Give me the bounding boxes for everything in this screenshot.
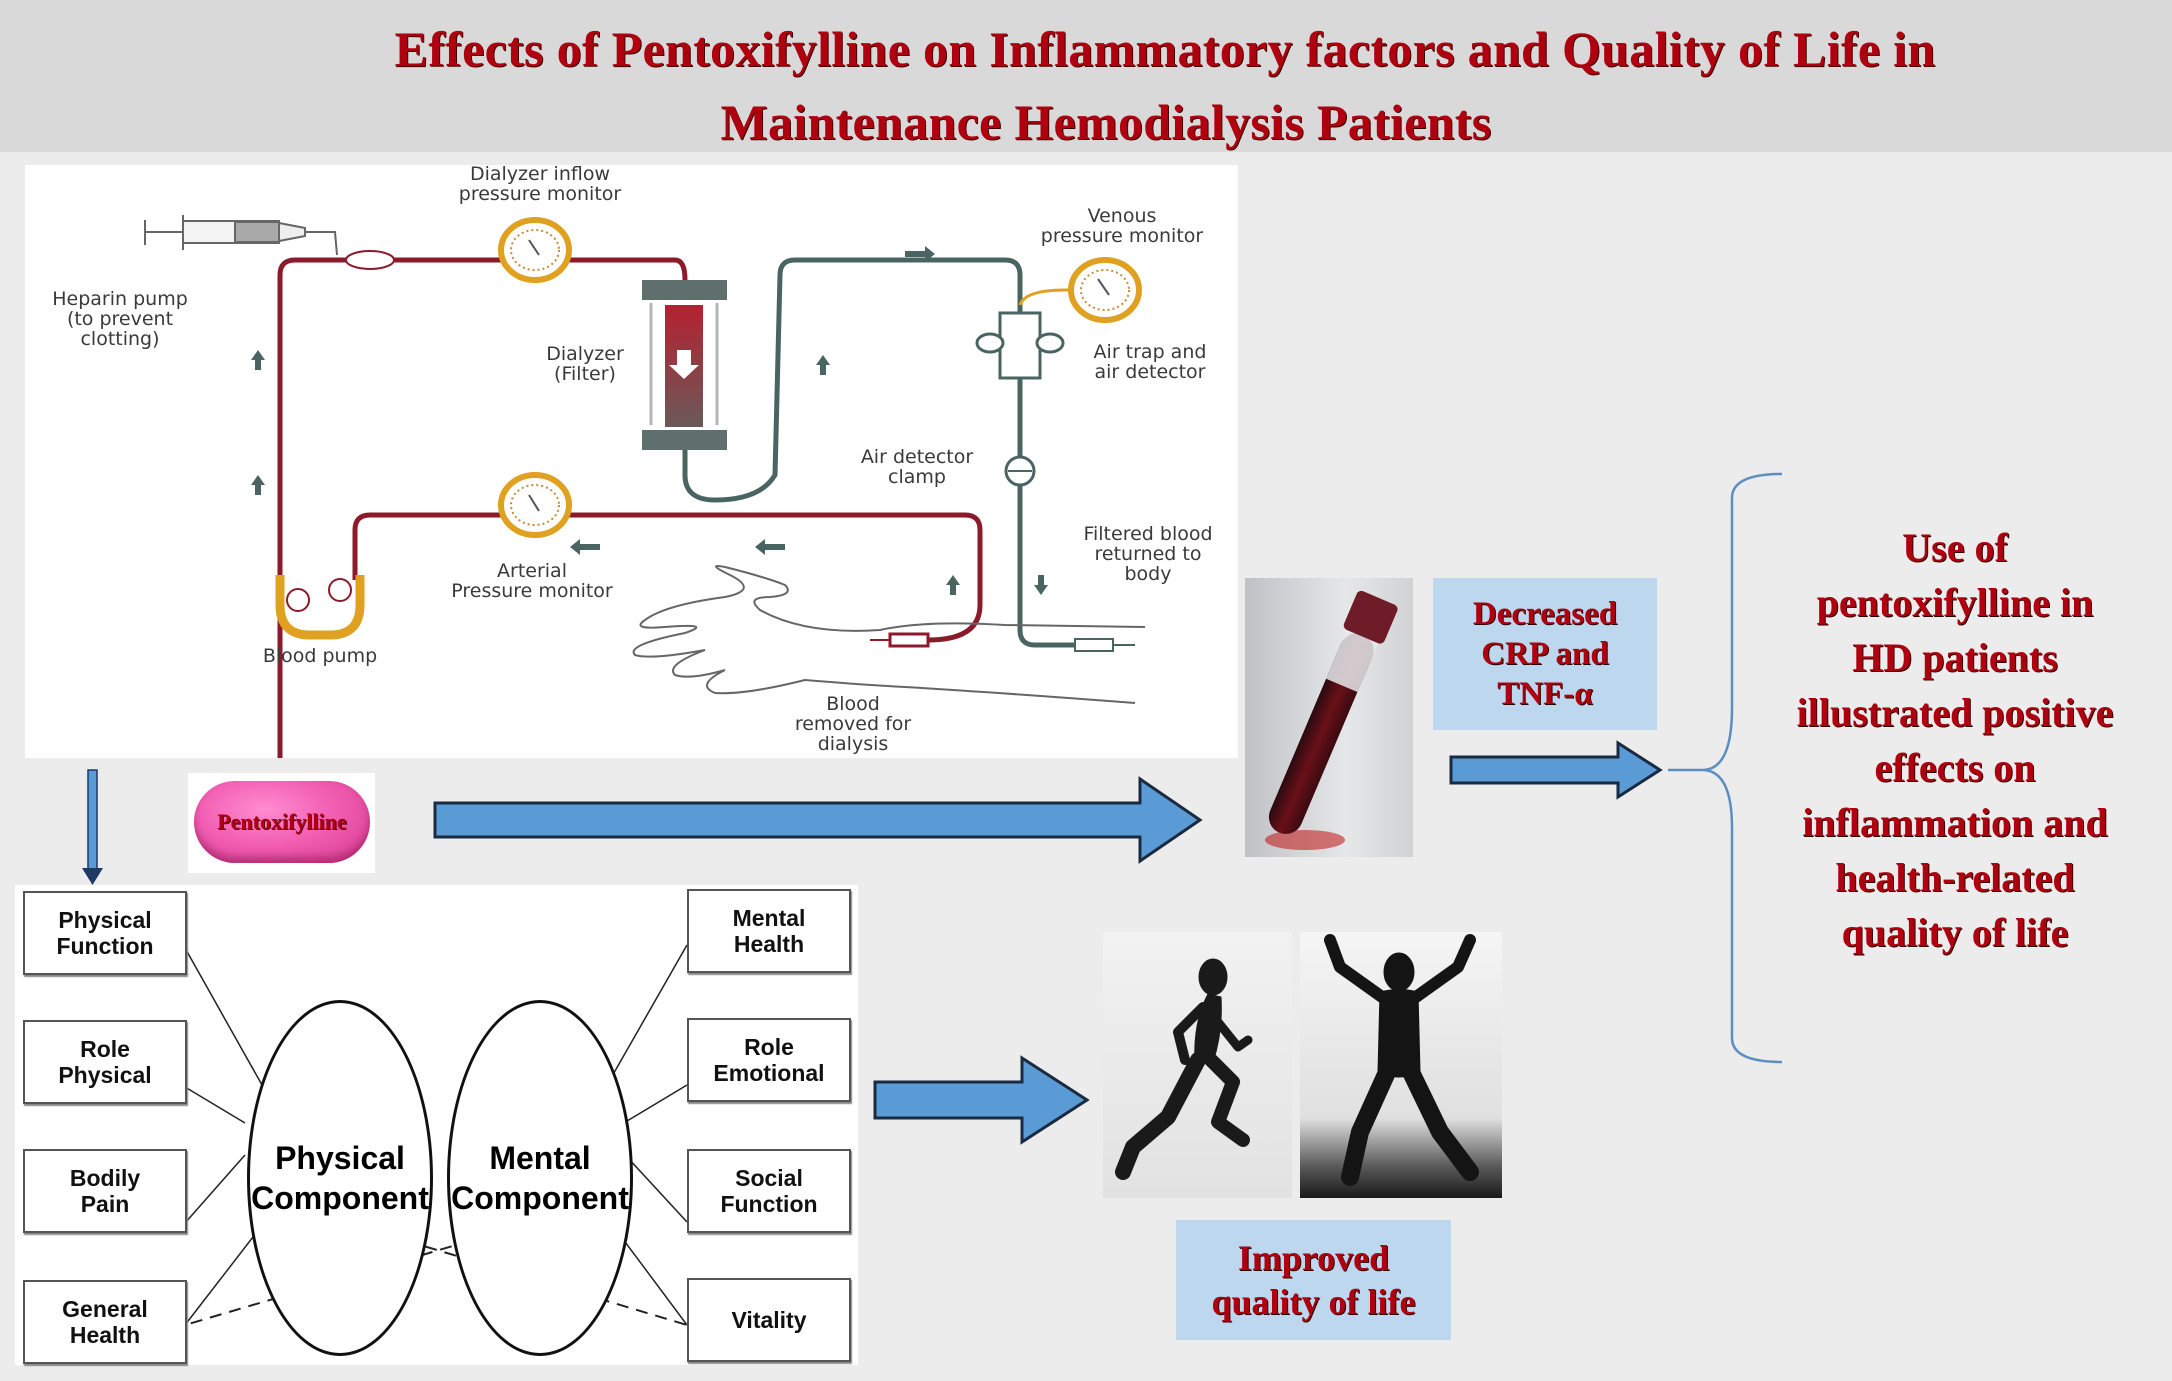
blood-pump-icon	[275, 575, 365, 640]
right-arrow-icon	[873, 1055, 1090, 1145]
mental-component-circle: Mental Component	[447, 1000, 633, 1356]
blood-tube-icon	[1265, 590, 1398, 850]
blood-line-to-dialyzer	[277, 257, 688, 781]
arrow-up-icon	[946, 575, 960, 595]
improved-quality-of-life-box: Improved quality of life	[1176, 1220, 1451, 1340]
arrow-left-icon	[755, 539, 785, 555]
down-arrow-icon	[82, 769, 103, 885]
air-trap-icon	[975, 311, 1065, 380]
right-arrow-icon	[433, 776, 1203, 864]
arm-icon	[632, 565, 1146, 704]
label-blood-pump: Blood pump	[263, 645, 377, 667]
blood-sample-tube-image	[1245, 578, 1413, 857]
sf36-domain-bodily-pain: Bodily Pain	[23, 1149, 187, 1233]
blood-line-from-arm	[352, 512, 983, 643]
arrow-up-icon	[251, 475, 265, 495]
dialyzer-filter-icon	[642, 280, 727, 450]
filtered-blood-line	[682, 257, 1085, 648]
runner-silhouette-icon	[1115, 958, 1253, 1180]
arrow-right-icon	[905, 246, 935, 262]
sf36-domain-physical-function: Physical Function	[23, 891, 187, 975]
celebrating-man-image	[1300, 932, 1502, 1198]
arrow-down-icon	[1034, 575, 1048, 595]
syringe-icon	[144, 215, 338, 256]
arterial-pressure-gauge-icon	[498, 472, 572, 538]
right-arrow-icon	[1449, 740, 1663, 800]
sf36-domain-role-physical: Role Physical	[23, 1020, 187, 1104]
arrow-up-icon	[816, 355, 830, 375]
arrow-left-icon	[570, 539, 600, 555]
decreased-crp-tnf-box: Decreased CRP and TNF-α	[1433, 578, 1657, 730]
sf36-domain-general-health: General Health	[23, 1280, 187, 1364]
air-detector-clamp-icon	[1004, 455, 1036, 487]
sf36-quality-of-life-model: Physical Function Role Physical Bodily P…	[15, 885, 858, 1365]
pill-icon: Pentoxifylline	[194, 781, 370, 863]
title-line-2: Maintenance Hemodialysis Patients	[720, 94, 1492, 150]
title-banner: Effects of Pentoxifylline on Inflammator…	[0, 0, 2172, 152]
flow-direction-arrows	[251, 246, 1048, 595]
sf36-domain-mental-health: Mental Health	[687, 889, 851, 973]
dialyzer-inflow-gauge-icon	[498, 217, 572, 283]
title-line-1: Effects of Pentoxifylline on Inflammator…	[394, 21, 1936, 77]
physical-component-circle: Physical Component	[247, 1000, 433, 1356]
sf36-domain-social-function: Social Function	[687, 1149, 851, 1233]
sf36-domain-vitality: Vitality	[687, 1278, 851, 1362]
conclusion-text: Use of pentoxifylline in HD patients ill…	[1796, 525, 2114, 955]
heparin-port	[345, 250, 395, 270]
celebrating-silhouette-icon	[1324, 934, 1479, 1186]
sf36-domain-role-emotional: Role Emotional	[687, 1018, 851, 1102]
label-dialyzer: Dialyzer(Filter)	[546, 343, 624, 385]
pentoxifylline-pill-image: Pentoxifylline	[188, 773, 375, 873]
venous-pressure-gauge-icon	[1068, 257, 1142, 323]
curly-brace-icon	[1668, 472, 1783, 1064]
arrow-up-icon	[251, 350, 265, 370]
pill-label: Pentoxifylline	[217, 809, 347, 834]
running-man-image	[1103, 932, 1292, 1198]
